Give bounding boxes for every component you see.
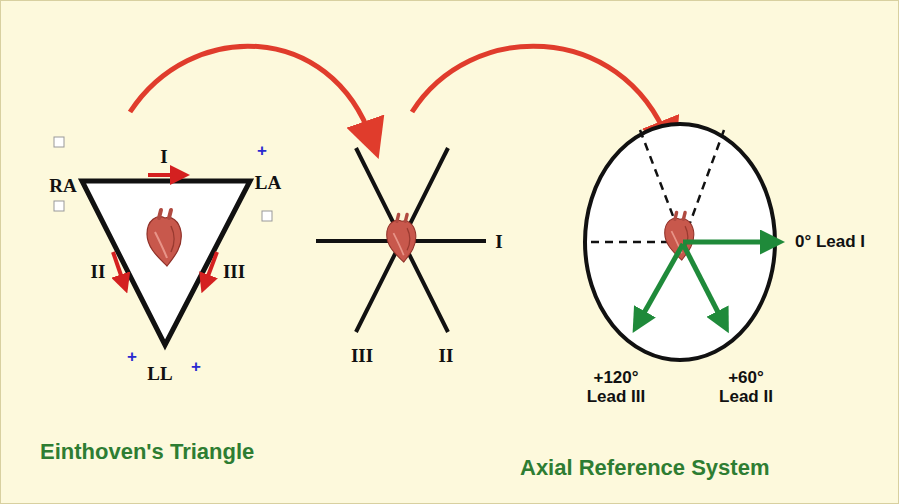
lead-numeral: I	[160, 147, 167, 168]
lead-numeral: III	[223, 262, 245, 283]
axis-label: +120° Lead III	[579, 369, 653, 406]
electrode-label: RA	[49, 176, 76, 197]
lead-numeral: I	[495, 232, 502, 253]
caption: Axial Reference System	[520, 456, 769, 480]
electrode-label: LL	[147, 364, 172, 385]
electrode-label: LA	[255, 173, 281, 194]
axis-label: 0° Lead I	[795, 233, 865, 252]
polarity-sign: +	[257, 142, 267, 161]
polarity-sign: +	[127, 348, 137, 367]
axis-label: +60° Lead II	[709, 369, 783, 406]
polarity-sign: +	[191, 358, 201, 377]
lead-numeral: III	[351, 346, 373, 367]
lead-numeral: II	[91, 262, 106, 283]
lead-numeral: II	[439, 346, 454, 367]
caption: Einthoven's Triangle	[40, 440, 254, 464]
